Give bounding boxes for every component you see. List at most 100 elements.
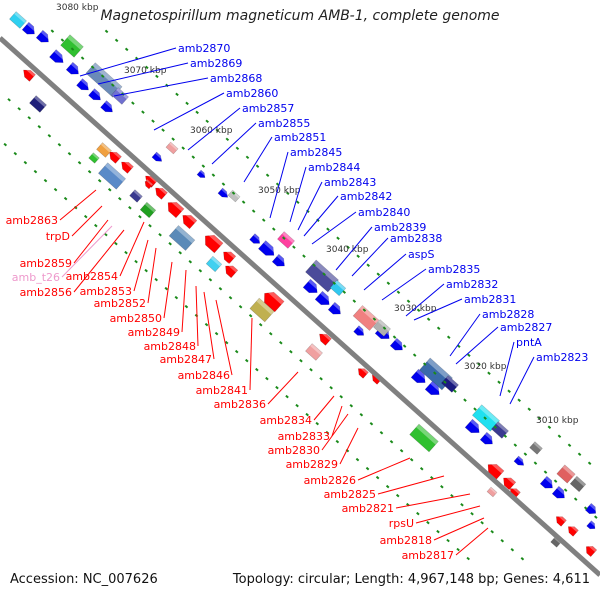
tick-mark <box>470 511 474 516</box>
gene-label-minus: amb2847 <box>160 353 212 366</box>
plus-strand-feature <box>551 485 568 499</box>
tick-mark <box>325 430 330 435</box>
tick-mark <box>497 380 501 385</box>
gene-leader-line <box>395 493 471 509</box>
tick-mark <box>319 377 323 381</box>
tick-mark <box>477 362 481 367</box>
plus-strand-feature <box>100 100 116 113</box>
plus-strand-feature <box>327 301 344 315</box>
minus-strand-feature <box>121 158 134 174</box>
tick-mark <box>326 227 330 232</box>
gene-label-minus: amb2829 <box>286 458 338 471</box>
tick-mark <box>107 188 112 192</box>
tick-mark <box>366 263 371 268</box>
minus-strand-feature <box>109 148 122 164</box>
tick-mark <box>345 448 350 453</box>
tick-mark <box>234 349 239 354</box>
tick-mark <box>185 101 189 106</box>
plus-strand-feature <box>464 418 483 434</box>
tick-mark <box>335 439 340 444</box>
tick-mark <box>553 479 558 483</box>
tick-mark <box>352 299 357 303</box>
tick-mark <box>275 385 279 390</box>
minus-strand-feature <box>319 330 332 346</box>
gene-leader-line <box>363 253 407 291</box>
gene-label-plus: amb2845 <box>290 146 342 159</box>
tick-mark <box>204 322 209 327</box>
gene-label-minus: amb2846 <box>178 369 230 382</box>
plus-strand-feature <box>529 441 543 455</box>
tick-mark <box>198 269 203 273</box>
plus-strand-feature <box>586 520 598 530</box>
gene-label-plus: amb2860 <box>226 87 278 100</box>
tick-mark <box>483 416 487 420</box>
tick-mark <box>215 128 220 133</box>
gene-leader-line <box>73 219 109 264</box>
gene-label-minus: amb2850 <box>110 312 162 325</box>
tick-mark <box>285 191 290 196</box>
tick-mark <box>365 466 370 471</box>
tick-mark <box>406 299 411 304</box>
tick-layer <box>3 29 598 561</box>
tick-mark <box>158 233 162 237</box>
tick-mark <box>245 155 250 160</box>
gene-leader-line <box>215 299 233 376</box>
gene-leader-line <box>61 225 113 278</box>
gene-leader-line <box>313 395 335 421</box>
accession-text: Accession: NC_007626 <box>10 572 158 587</box>
gene-leader-line <box>339 427 359 465</box>
tick-mark <box>155 74 159 79</box>
tick-mark <box>446 335 451 340</box>
plus-strand-feature <box>479 431 496 445</box>
plus-strand-feature <box>35 29 52 43</box>
minus-strand-feature <box>373 319 391 337</box>
tick-mark <box>346 245 350 250</box>
gene-leader-line <box>163 261 173 319</box>
tick-mark <box>265 376 269 381</box>
tick-mark <box>265 173 270 178</box>
gene-label-plus: amb2870 <box>178 42 230 55</box>
plus-strand-feature <box>513 455 527 466</box>
gene-leader-line <box>321 413 349 451</box>
tick-mark <box>426 317 431 322</box>
gene-leader-line <box>195 285 199 347</box>
minus-strand-feature <box>168 225 196 251</box>
tick-mark <box>134 259 138 264</box>
tick-mark <box>490 529 494 534</box>
tick-mark <box>587 461 592 465</box>
gene-leader-line <box>113 77 209 97</box>
tick-mark <box>138 215 142 219</box>
tick-mark <box>218 287 223 291</box>
tick-mark <box>145 65 149 70</box>
tick-mark <box>94 223 98 228</box>
tick-mark <box>563 488 568 492</box>
minus-strand-feature <box>60 34 84 58</box>
minus-strand-feature <box>139 201 157 219</box>
tick-mark <box>480 520 484 525</box>
tick-mark <box>235 146 240 151</box>
gene-label-minus: trpD <box>46 230 70 243</box>
tick-mark <box>507 389 511 394</box>
gene-leader-line <box>243 136 273 183</box>
gene-label-plus: amb2868 <box>210 72 262 85</box>
plus-strand-feature <box>258 240 278 256</box>
gene-label-plus: amb2838 <box>390 232 442 245</box>
tick-mark <box>279 341 283 345</box>
tick-mark <box>533 461 538 465</box>
gene-label-plus: amb2857 <box>242 102 294 115</box>
minus-strand-feature <box>486 486 498 498</box>
tick-mark <box>90 65 95 69</box>
label-layer: amb2870amb2869amb2868amb2860amb2857amb28… <box>6 42 589 562</box>
plus-strand-feature <box>302 278 321 294</box>
tick-mark <box>73 205 78 210</box>
tick-mark <box>332 281 336 285</box>
plus-strand-feature <box>49 49 67 63</box>
tick-mark <box>369 422 374 426</box>
plus-strand-feature <box>569 475 587 493</box>
gene-leader-line <box>455 326 499 365</box>
gene-label-plus: amb2851 <box>274 131 326 144</box>
gene-leader-line <box>357 457 411 481</box>
gene-label-minus: amb2859 <box>20 257 72 270</box>
tick-mark <box>527 407 532 412</box>
